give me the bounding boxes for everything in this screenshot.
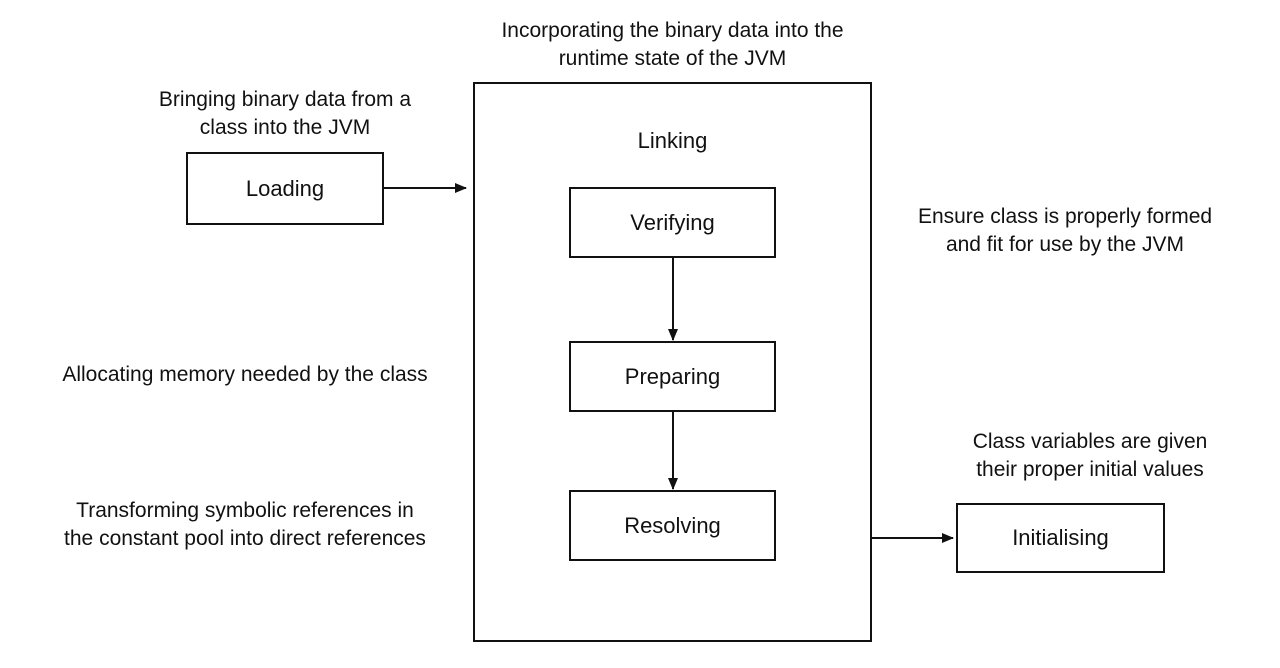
initialising-box: Initialising [956, 503, 1165, 573]
loading-label: Loading [245, 175, 325, 201]
linking-note-line-2: runtime state of the JVM [558, 47, 787, 70]
loading-note-line-2: class into the JVM [199, 116, 371, 139]
linking-container [473, 82, 872, 642]
verifying-box: Verifying [569, 187, 776, 258]
preparing-label: Preparing [624, 363, 721, 389]
linking-note: Incorporating the binary data into the r… [420, 17, 925, 73]
linking-title: Linking [637, 128, 708, 153]
preparing-note-line-1: Allocating memory needed by the class [62, 363, 428, 386]
verifying-label: Verifying [630, 209, 715, 235]
initialising-note-line-2: their proper initial values [976, 458, 1204, 481]
loading-note: Bringing binary data from a class into t… [110, 86, 460, 142]
loading-note-line-1: Bringing binary data from a [158, 88, 412, 111]
resolving-note-line-1: Transforming symbolic references in [76, 499, 414, 522]
verifying-note-line-1: Ensure class is properly formed [917, 205, 1213, 228]
verifying-note: Ensure class is properly formed and fit … [880, 203, 1250, 259]
resolving-note-line-2: the constant pool into direct references [64, 527, 426, 550]
resolving-label: Resolving [624, 512, 721, 538]
linking-note-line-1: Incorporating the binary data into the [501, 19, 844, 42]
preparing-box: Preparing [569, 341, 776, 412]
loading-box: Loading [186, 152, 384, 225]
resolving-note: Transforming symbolic references in the … [10, 497, 480, 553]
verifying-note-line-2: and fit for use by the JVM [945, 233, 1185, 256]
initialising-note: Class variables are given their proper i… [920, 428, 1260, 484]
initialising-note-line-1: Class variables are given [972, 430, 1208, 453]
preparing-note: Allocating memory needed by the class [10, 361, 480, 389]
resolving-box: Resolving [569, 490, 776, 561]
initialising-label: Initialising [1012, 525, 1109, 550]
